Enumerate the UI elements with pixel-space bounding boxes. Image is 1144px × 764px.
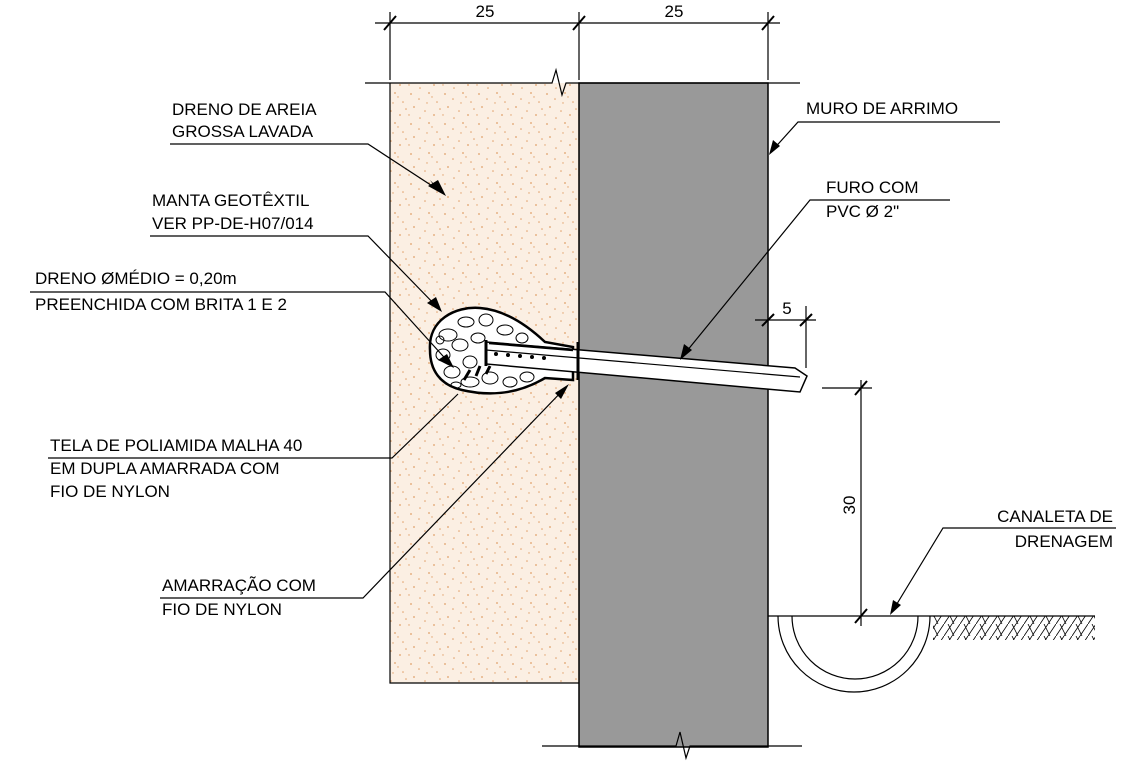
- label-gutter-line1: CANALETA DE: [997, 507, 1113, 526]
- dimension-5: 5: [782, 299, 791, 318]
- label-polyamide-mesh-line1: TELA DE POLIAMIDA MALHA 40: [50, 436, 302, 455]
- label-pipe-hole-line1: FURO COM: [826, 178, 919, 197]
- pvc-pipe: [484, 340, 808, 393]
- dimension-30: 30: [840, 496, 859, 515]
- label-tie-line1: AMARRAÇÃO COM: [162, 576, 316, 595]
- top-dimension: 25 25: [375, 2, 780, 80]
- label-retaining-wall: MURO DE ARRIMO: [806, 99, 958, 118]
- dimension-25-right: 25: [665, 2, 684, 21]
- label-drain-diameter-line1: DRENO ØMÉDIO = 0,20m: [35, 269, 237, 288]
- top-break-line: [365, 67, 800, 98]
- sand-drain-outline: [389, 83, 579, 684]
- label-pipe-hole-line2: PVC Ø 2": [826, 202, 899, 221]
- label-drain-diameter-line2: PREENCHIDA COM BRITA 1 E 2: [35, 295, 287, 314]
- label-tie-line2: FIO DE NYLON: [162, 600, 282, 619]
- label-sand-drain-line1: DRENO DE AREIA: [172, 100, 317, 119]
- label-polyamide-mesh-line3: FIO DE NYLON: [50, 482, 170, 501]
- leader-gutter: [890, 527, 1116, 615]
- leader-geotextile: [150, 235, 442, 312]
- leader-tie: [160, 384, 569, 599]
- bottom-break-line: [542, 731, 802, 761]
- label-polyamide-mesh-line2: EM DUPLA AMARRADA COM: [50, 459, 280, 478]
- label-sand-drain-line2: GROSSA LAVADA: [172, 122, 314, 141]
- label-geotextile-line1: MANTA GEOTÊXTIL: [152, 191, 309, 210]
- leader-pipe-hole: [680, 199, 950, 360]
- drainage-gutter: [768, 615, 1095, 693]
- leader-polyamide-mesh: [48, 393, 459, 459]
- dimension-25-left: 25: [476, 2, 495, 21]
- leader-retaining-wall: [769, 121, 1000, 155]
- label-gutter-line2: DRENAGEM: [1015, 532, 1113, 551]
- retaining-wall: [578, 82, 769, 748]
- pipe-offset-dimension: 5: [755, 299, 816, 368]
- leader-sand-drain: [170, 143, 446, 196]
- height-dimension: 30: [822, 380, 872, 626]
- label-geotextile-line2: VER PP-DE-H07/014: [152, 214, 314, 233]
- leader-drain-diameter: [30, 291, 454, 368]
